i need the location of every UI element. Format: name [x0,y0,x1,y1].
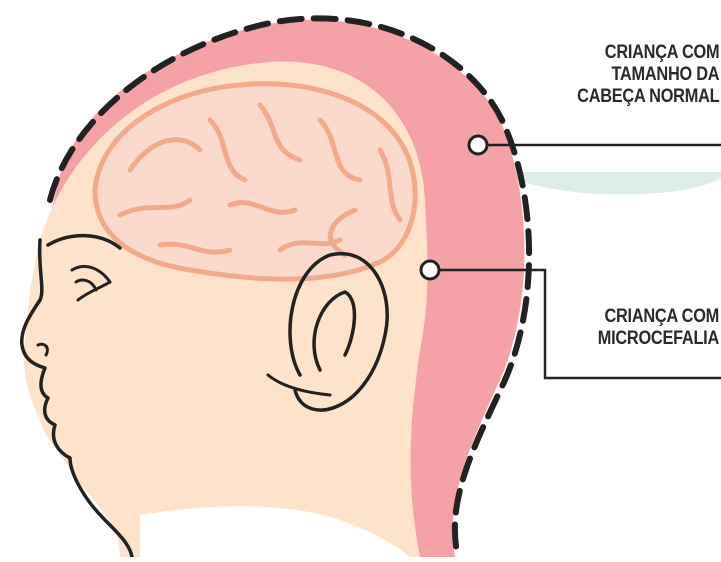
callout-normal-line-3: CABEÇA NORMAL [577,86,719,108]
callout-normal-line-2: TAMANHO DA [577,64,719,86]
marker-normal [469,136,487,154]
callout-normal-line-1: CRIANÇA COM [577,42,719,64]
callout-normal-head: CRIANÇA COM TAMANHO DA CABEÇA NORMAL [577,42,719,108]
marker-microcephaly [421,261,439,279]
callout-bubble [498,172,721,194]
callout-micro-line-1: CRIANÇA COM [598,306,719,328]
callout-micro-line-2: MICROCEFALIA [598,328,719,350]
callout-microcephaly: CRIANÇA COM MICROCEFALIA [598,306,719,350]
